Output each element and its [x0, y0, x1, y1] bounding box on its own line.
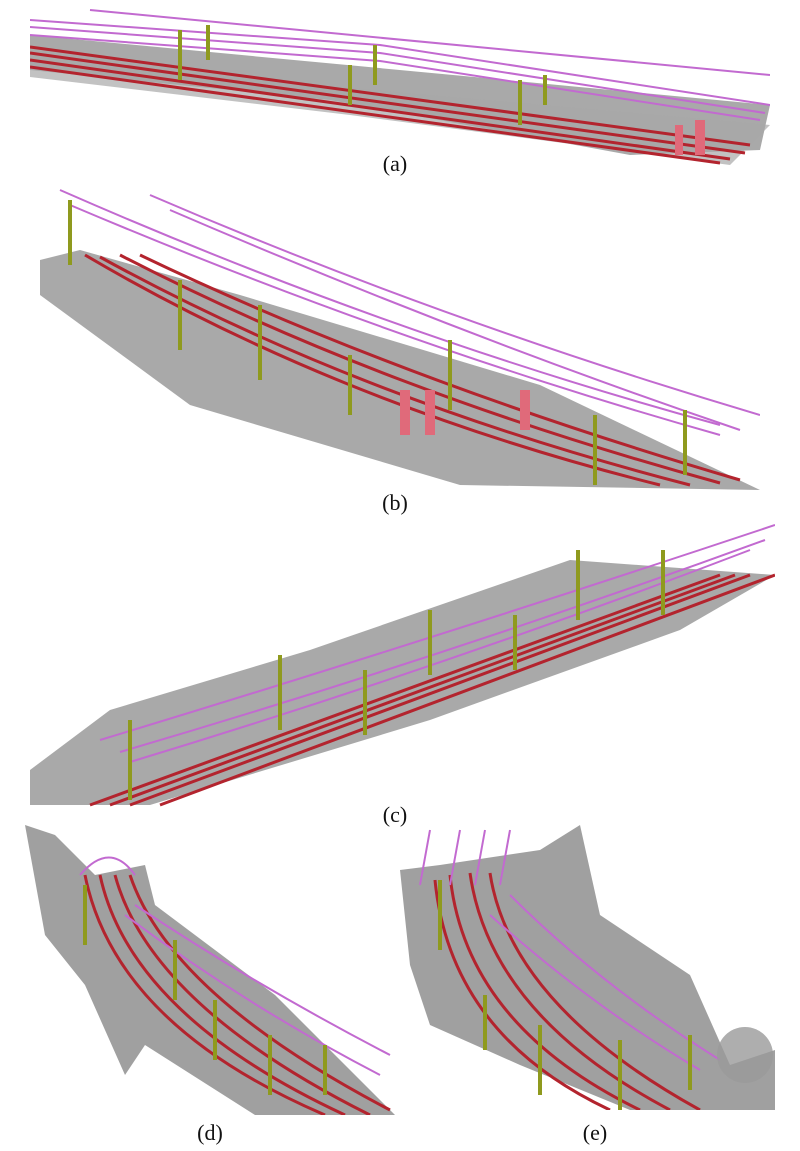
caption-a: (a) [382, 151, 408, 176]
railway-scene-a [30, 9, 770, 165]
railway-scene-b [40, 189, 760, 490]
caption-d: (d) [197, 1120, 223, 1145]
caption-e: (e) [582, 1120, 608, 1145]
point-cloud-panel-c [30, 520, 775, 810]
point-cloud-panel-a [30, 5, 770, 165]
point-cloud-panel-e [400, 825, 775, 1110]
caption-b: (b) [382, 490, 408, 515]
point-cloud-panel-b [40, 185, 760, 495]
railway-scene-c [30, 524, 775, 807]
point-cloud-panel-d [25, 825, 395, 1115]
caption-c: (c) [382, 802, 408, 827]
railway-scene-e [400, 825, 775, 1110]
railway-scene-d [25, 825, 395, 1115]
